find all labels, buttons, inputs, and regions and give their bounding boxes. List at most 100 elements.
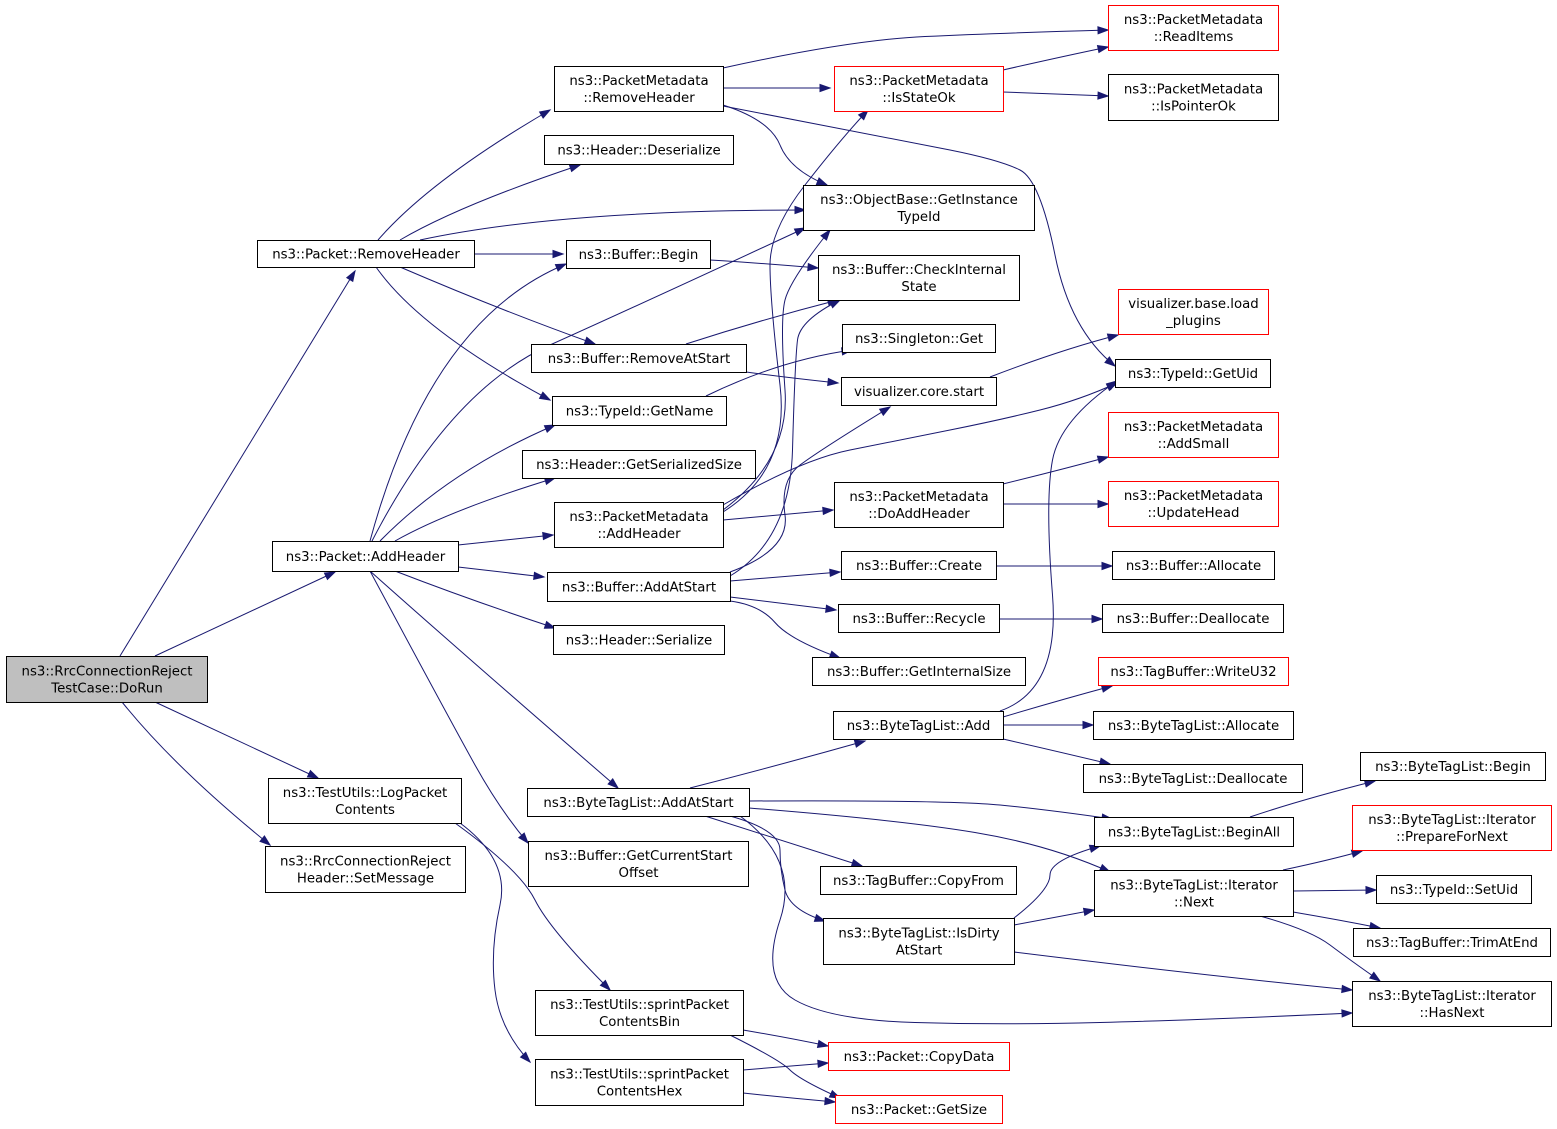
edge-pkt_removeheader-to-tid_getname (375, 266, 552, 401)
node-hdr_serialize[interactable]: ns3::Header::Serialize (553, 625, 725, 655)
arrowhead (306, 769, 320, 779)
node-btl_iter_next[interactable]: ns3::ByteTagList::Iterator::Next (1094, 870, 1294, 917)
node-pkt_removeheader[interactable]: ns3::Packet::RemoveHeader (257, 240, 475, 268)
edge-pm_isstateok-to-pm_ispointerok (1002, 91, 1110, 100)
node-btl_allocate[interactable]: ns3::ByteTagList::Allocate (1093, 711, 1294, 740)
node-hdr_getserializedsize[interactable]: ns3::Header::GetSerializedSize (522, 450, 756, 479)
node-btl_deallocate[interactable]: ns3::ByteTagList::Deallocate (1083, 764, 1303, 793)
arrowhead (1082, 907, 1096, 917)
arrowhead (1350, 849, 1364, 858)
node-label: TestCase::DoRun (50, 682, 163, 697)
node-btl_beginall[interactable]: ns3::ByteTagList::BeginAll (1094, 817, 1294, 847)
arrowhead (1368, 971, 1382, 982)
node-hdr_deserialize[interactable]: ns3::Header::Deserialize (544, 135, 734, 165)
node-box (1108, 412, 1279, 458)
node-label: ns3::ObjectBase::GetInstance (820, 193, 1018, 208)
edge-line (742, 1092, 836, 1103)
node-buf_begin[interactable]: ns3::Buffer::Begin (566, 240, 711, 269)
edge-buf_begin-to-buf_checkinternalstate (709, 259, 820, 272)
node-box (1376, 875, 1532, 904)
node-tid_getname[interactable]: ns3::TypeId::GetName (552, 396, 727, 426)
node-btl_begin[interactable]: ns3::ByteTagList::Begin (1360, 752, 1546, 781)
arrowhead (1100, 684, 1114, 693)
edge-line (154, 571, 336, 657)
node-tb_writeu32[interactable]: ns3::TagBuffer::WriteU32 (1098, 657, 1289, 686)
node-tb_trimatend[interactable]: ns3::TagBuffer::TrimAtEnd (1353, 928, 1551, 957)
edge-btl_iter_next-to-tb_trimatend (1292, 911, 1382, 931)
node-box (1360, 752, 1546, 781)
node-box (535, 1059, 744, 1106)
edge-root-to-pkt_removeheader (119, 269, 356, 657)
node-label: ns3::ByteTagList::Allocate (1108, 719, 1279, 734)
node-pm_isstateok[interactable]: ns3::PacketMetadata::IsStateOk (834, 66, 1004, 112)
node-btl_addatstart[interactable]: ns3::ByteTagList::AddAtStart (527, 788, 750, 817)
edge-buf_addatstart-to-buf_recycle (729, 596, 838, 613)
node-buf_getinternalsize[interactable]: ns3::Buffer::GetInternalSize (812, 657, 1026, 686)
edge-tu_logpacket-to-tu_sprinthex (459, 822, 532, 1064)
node-btl_add[interactable]: ns3::ByteTagList::Add (833, 711, 1004, 740)
node-pm_addheader[interactable]: ns3::PacketMetadata::AddHeader (554, 502, 724, 548)
node-box (547, 572, 731, 602)
node-tb_copyfrom[interactable]: ns3::TagBuffer::CopyFrom (820, 866, 1017, 895)
node-label: ns3::ByteTagList::Iterator (1110, 879, 1278, 894)
arrowhead (345, 269, 356, 283)
node-label: ns3::TagBuffer::TrimAtEnd (1366, 936, 1538, 951)
node-box (566, 240, 711, 269)
arrowhead (568, 164, 582, 173)
node-vis_base_loadplugins[interactable]: visualizer.base.load_plugins (1118, 289, 1269, 335)
edge-pm_addheader-to-pm_doaddheader (722, 506, 835, 521)
node-pkt_copydata[interactable]: ns3::Packet::CopyData (828, 1042, 1010, 1071)
node-box (272, 541, 459, 572)
node-label: visualizer.core.start (854, 385, 984, 400)
node-vis_core_start[interactable]: visualizer.core.start (841, 377, 997, 406)
edge-line (1282, 850, 1363, 871)
node-tid_getuid[interactable]: ns3::TypeId::GetUid (1115, 359, 1271, 388)
arrowhead (828, 299, 842, 309)
node-buf_removeatstart[interactable]: ns3::Buffer::RemoveAtStart (531, 344, 747, 373)
node-pkt_getsize[interactable]: ns3::Packet::GetSize (835, 1095, 1003, 1124)
node-label: ns3::PacketMetadata (569, 510, 708, 525)
edge-pkt_addheader-to-ob_getinstancetypeid (371, 227, 807, 542)
node-buf_recycle[interactable]: ns3::Buffer::Recycle (838, 604, 1000, 633)
arrowhead (817, 1059, 830, 1069)
node-buf_addatstart[interactable]: ns3::Buffer::AddAtStart (547, 572, 731, 602)
edge-btl_addatstart-to-btl_add (689, 739, 867, 789)
node-tid_setuid[interactable]: ns3::TypeId::SetUid (1376, 875, 1532, 904)
arrowhead (1341, 1009, 1354, 1018)
arrowhead (554, 263, 568, 272)
node-btl_iter_hasnext[interactable]: ns3::ByteTagList::Iterator::HasNext (1352, 981, 1552, 1027)
node-pm_updatehead[interactable]: ns3::PacketMetadata::UpdateHead (1108, 481, 1279, 527)
node-label: ns3::PacketMetadata (569, 74, 708, 89)
node-singleton_get[interactable]: ns3::Singleton::Get (842, 324, 996, 353)
node-pm_doaddheader[interactable]: ns3::PacketMetadata::DoAddHeader (834, 482, 1004, 528)
edge-pkt_removeheader-to-buf_begin (474, 249, 565, 259)
node-pm_addsmall[interactable]: ns3::PacketMetadata::AddSmall (1108, 412, 1279, 458)
node-box (1083, 764, 1303, 793)
node-label: ::AddSmall (1158, 437, 1230, 452)
node-buf_deallocate[interactable]: ns3::Buffer::Deallocate (1102, 604, 1284, 633)
node-buf_allocate[interactable]: ns3::Buffer::Allocate (1112, 551, 1275, 580)
node-btl_iter_preparefornext[interactable]: ns3::ByteTagList::Iterator::PrepareForNe… (1352, 805, 1552, 851)
edge-line (722, 382, 1118, 506)
node-pm_removeheader[interactable]: ns3::PacketMetadata::RemoveHeader (554, 66, 724, 112)
edge-line (722, 105, 1116, 367)
node-rrc_setmessage[interactable]: ns3::RrcConnectionRejectHeader::SetMessa… (265, 846, 466, 893)
arrowhead (807, 262, 820, 272)
arrowhead (518, 832, 529, 845)
node-label: ::ReadItems (1154, 30, 1234, 45)
node-pm_readitems[interactable]: ns3::PacketMetadata::ReadItems (1108, 5, 1279, 51)
edge-line (399, 266, 596, 345)
node-box (553, 625, 725, 655)
node-pm_ispointerok[interactable]: ns3::PacketMetadata::IsPointerOk (1108, 74, 1279, 121)
node-buf_create[interactable]: ns3::Buffer::Create (841, 551, 997, 580)
node-label: ContentsBin (599, 1015, 680, 1030)
edge-btl_iter_next-to-btl_iter_hasnext (1259, 915, 1382, 982)
node-pkt_addheader[interactable]: ns3::Packet::AddHeader (272, 541, 459, 572)
